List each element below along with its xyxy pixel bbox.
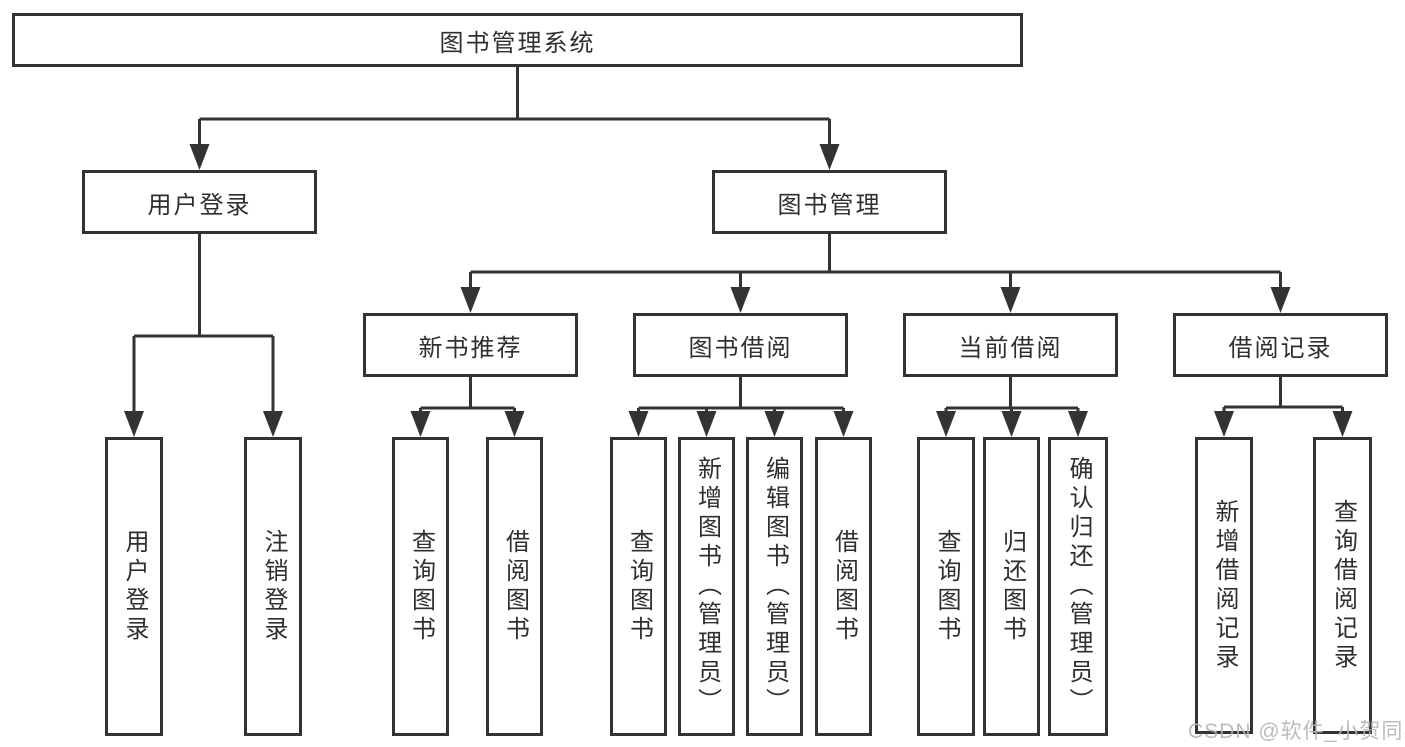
node-label: 图书借阅 — [688, 334, 793, 362]
node-borrow-records: 借阅记录 — [1173, 313, 1388, 377]
node-user-login: 用户登录 — [82, 170, 317, 234]
node-label: 新增图书（管理员） — [693, 456, 721, 717]
node-book-borrow: 图书借阅 — [633, 313, 848, 377]
leaf-borrow-books-recommend: 借阅图书 — [486, 437, 543, 736]
node-label: 用户登录 — [121, 528, 148, 645]
node-label: 新书推荐 — [418, 334, 523, 362]
node-label: 注销登录 — [260, 528, 287, 645]
node-label: 借阅记录 — [1228, 334, 1333, 362]
leaf-logout: 注销登录 — [244, 437, 302, 736]
node-label: 新增借阅记录 — [1211, 498, 1238, 673]
leaf-query-books-current: 查询图书 — [917, 437, 975, 736]
node-label: 查询借阅记录 — [1329, 498, 1357, 673]
leaf-add-books-admin: 新增图书（管理员） — [678, 437, 735, 736]
node-label: 编辑图书（管理员） — [761, 456, 789, 717]
node-new-book-recommend: 新书推荐 — [363, 313, 578, 377]
node-label: 图书管理 — [777, 191, 882, 219]
node-current-borrow: 当前借阅 — [903, 313, 1118, 377]
leaf-query-books-recommend: 查询图书 — [392, 437, 449, 736]
node-label: 归还图书 — [998, 528, 1026, 645]
leaf-return-books: 归还图书 — [983, 437, 1040, 736]
node-book-management: 图书管理 — [712, 170, 947, 234]
leaf-add-borrow-record: 新增借阅记录 — [1195, 437, 1253, 734]
node-root: 图书管理系统 — [12, 13, 1023, 67]
leaf-query-borrow-record: 查询借阅记录 — [1313, 437, 1372, 734]
node-label: 确认归还（管理员） — [1065, 456, 1092, 717]
leaf-confirm-return-admin: 确认归还（管理员） — [1048, 437, 1108, 736]
node-label: 借阅图书 — [830, 528, 858, 645]
node-label: 查询图书 — [407, 528, 435, 645]
leaf-query-books-borrow: 查询图书 — [610, 437, 667, 736]
node-label: 用户登录 — [147, 191, 252, 219]
node-label: 当前借阅 — [958, 334, 1063, 362]
node-label: 借阅图书 — [501, 528, 529, 645]
leaf-edit-books-admin: 编辑图书（管理员） — [746, 437, 803, 736]
leaf-user-login: 用户登录 — [105, 437, 163, 736]
csdn-watermark: CSDN @软件_小贺同学 — [1188, 720, 1405, 743]
node-label: 图书管理系统 — [439, 29, 596, 57]
leaf-borrow-books: 借阅图书 — [815, 437, 872, 736]
node-label: 查询图书 — [625, 528, 653, 645]
node-label: 查询图书 — [933, 528, 960, 645]
